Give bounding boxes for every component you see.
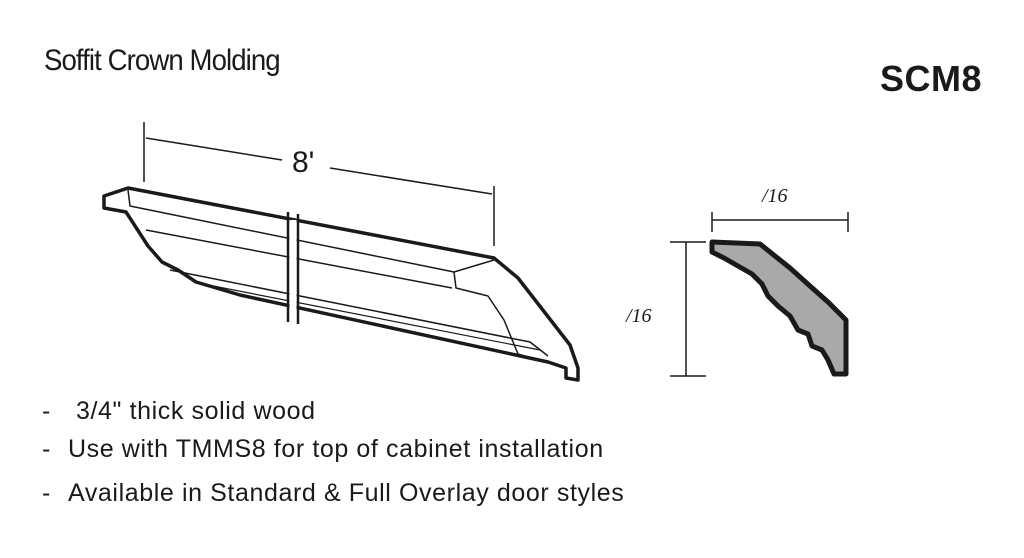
profile-width-label: /16 (761, 185, 788, 207)
profile-width-dimension (711, 212, 849, 232)
molding-isometric (102, 186, 580, 382)
product-code: SCM8 (879, 58, 982, 99)
product-title: Soffit Crown Molding (44, 44, 281, 77)
length-dimension (143, 122, 495, 246)
break-marks (286, 212, 300, 324)
feature-list: -3/4" thick solid wood -Use with TMMS8 f… (42, 392, 624, 512)
feature-item: -3/4" thick solid wood (42, 397, 316, 425)
profile-height-label: /16 (625, 305, 652, 327)
profile-height-dimension (670, 241, 706, 377)
feature-item: -Available in Standard & Full Overlay do… (42, 479, 625, 507)
length-label: 8' (292, 146, 314, 179)
feature-item: -Use with TMMS8 for top of cabinet insta… (42, 435, 604, 463)
profile-section (709, 239, 849, 377)
